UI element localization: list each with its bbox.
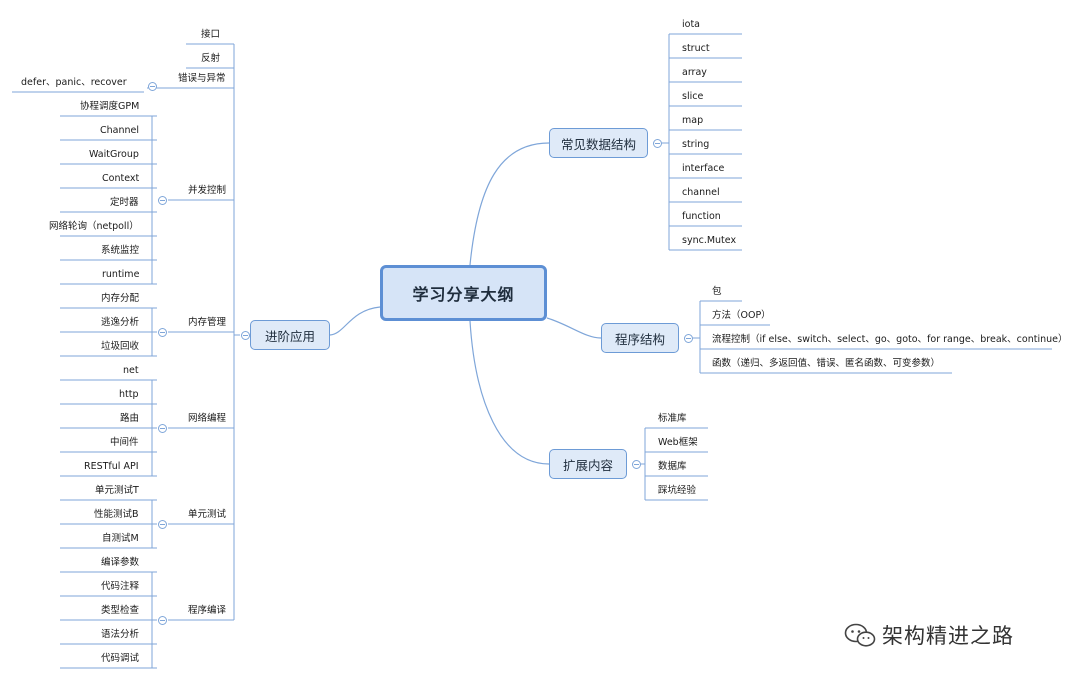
item-label[interactable]: 系统监控 [101,245,140,256]
item-label[interactable]: 方法（OOP） [712,310,771,321]
branch-program-structure[interactable]: 程序结构 [601,323,679,353]
item-label[interactable]: WaitGroup [89,149,139,160]
branch-data-structures[interactable]: 常见数据结构 [549,128,648,158]
item-label[interactable]: 性能测试B [94,509,139,520]
group-label[interactable]: 错误与异常 [178,73,226,84]
item-label[interactable]: iota [682,19,700,30]
item-label[interactable]: 定时器 [110,197,139,208]
wechat-icon [844,623,876,647]
item-label[interactable]: channel [682,187,720,198]
item-label[interactable]: 包 [712,286,722,297]
item-label[interactable]: 编译参数 [101,557,140,568]
item-label[interactable]: 中间件 [110,437,139,448]
collapse-toggle-group[interactable] [157,615,167,625]
group-label[interactable]: 单元测试 [188,509,227,520]
item-label[interactable]: net [123,365,139,376]
item-label[interactable]: slice [682,91,704,102]
item-label[interactable]: string [682,139,710,150]
item-label[interactable]: RESTful API [84,461,139,472]
item-label[interactable]: Web框架 [658,437,698,448]
collapse-toggle-group[interactable] [147,81,157,91]
group-label[interactable]: 网络编程 [188,413,227,424]
item-label[interactable]: array [682,67,707,78]
connector-line [329,306,381,336]
item-label[interactable]: 单元测试T [95,485,139,496]
group-label[interactable]: 内存管理 [188,317,227,328]
item-label[interactable]: 接口 [201,29,221,40]
watermark-text: 架构精进之路 [882,624,1014,648]
item-label[interactable]: 路由 [120,413,140,424]
item-label[interactable]: 垃圾回收 [101,341,140,352]
item-label[interactable]: struct [682,43,710,54]
item-label[interactable]: interface [682,163,725,174]
collapse-toggle-group[interactable] [157,423,167,433]
item-label[interactable]: 自测试M [102,533,139,544]
item-label[interactable]: defer、panic、recover [21,77,127,88]
root-node[interactable]: 学习分享大纲 [380,265,547,321]
collapse-toggle-advanced[interactable] [240,330,250,340]
group-label[interactable]: 程序编译 [188,605,227,616]
collapse-toggle-group[interactable] [157,519,167,529]
item-label[interactable]: 代码调试 [101,653,140,664]
branch-advanced[interactable]: 进阶应用 [250,320,330,350]
connector-line [469,142,550,266]
item-label[interactable]: 协程调度GPM [80,101,140,112]
item-label[interactable]: 内存分配 [101,293,140,304]
item-label[interactable]: 标准库 [658,413,687,424]
item-label[interactable]: sync.Mutex [682,235,737,246]
collapse-toggle-group[interactable] [157,327,167,337]
item-label[interactable]: Channel [100,125,140,136]
group-label[interactable]: 并发控制 [188,185,227,196]
item-label[interactable]: function [682,211,721,222]
collapse-toggle-data-structures[interactable] [652,138,662,148]
item-label[interactable]: 反射 [201,53,221,64]
item-label[interactable]: 类型检查 [101,605,140,616]
item-label[interactable]: map [682,115,704,126]
collapse-toggle-group[interactable] [157,195,167,205]
collapse-toggle-extended[interactable] [631,459,641,469]
connector-line [546,317,602,339]
item-label[interactable]: Context [102,173,140,184]
item-label[interactable]: 数据库 [658,461,687,472]
branch-extended[interactable]: 扩展内容 [549,449,627,479]
item-label[interactable]: 流程控制（if else、switch、select、go、goto、for r… [712,334,1068,345]
item-label[interactable]: 逃逸分析 [101,317,140,328]
watermark: 架构精进之路 [844,620,1014,650]
connector-line [469,320,550,465]
item-label[interactable]: 网络轮询（netpoll） [49,221,139,232]
item-label[interactable]: runtime [102,269,140,280]
item-label[interactable]: 代码注释 [101,581,140,592]
collapse-toggle-program-structure[interactable] [683,333,693,343]
item-label[interactable]: 踩坑经验 [658,485,697,496]
item-label[interactable]: 函数（递归、多返回值、错误、匿名函数、可变参数） [712,358,941,369]
item-label[interactable]: 语法分析 [101,629,140,640]
item-label[interactable]: http [119,389,139,400]
